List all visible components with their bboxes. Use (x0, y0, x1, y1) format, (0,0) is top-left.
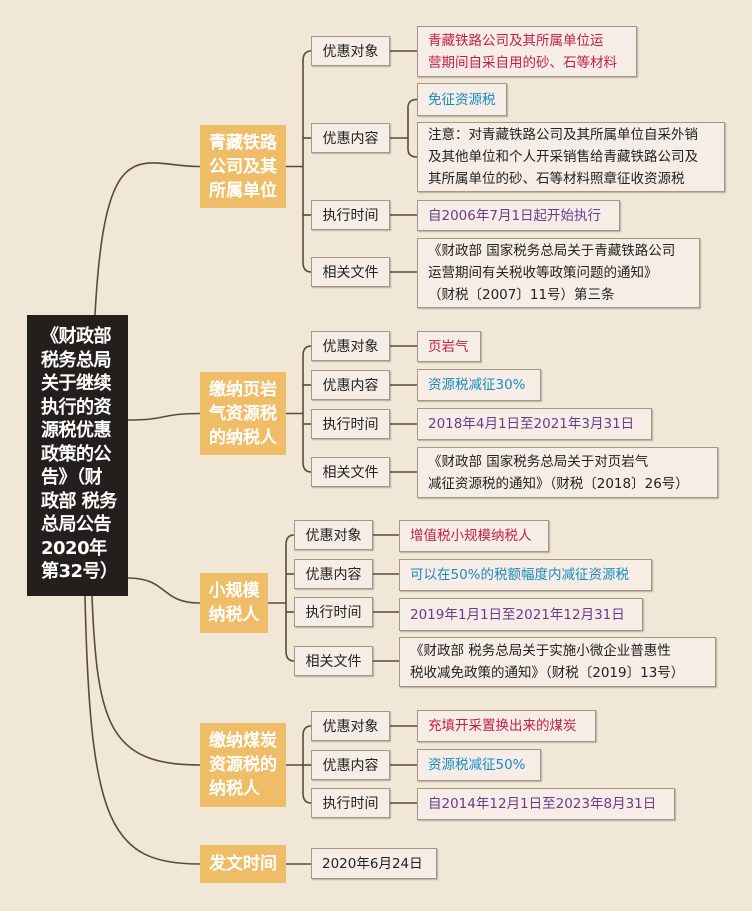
category-label: 执行时间 (311, 409, 390, 439)
value-box: 2020年6月24日 (311, 848, 437, 879)
value-box: 《财政部 国家税务总局关于青藏铁路公司 运营期间有关税收等政策问题的通知》 （财… (417, 238, 700, 308)
value-box: 2018年4月1日至2021年3月31日 (417, 408, 652, 440)
value-box: 自2006年7月1日起开始执行 (417, 200, 620, 231)
value-box: 免征资源税 (417, 83, 507, 116)
category-label: 执行时间 (311, 200, 390, 230)
root-node: 《财政部 税务总局 关于继续 执行的资 源税优惠 政策的公 告》（财 政部 税务… (27, 315, 128, 596)
branch-node: 小规模 纳税人 (200, 573, 268, 633)
value-connector (407, 98, 418, 158)
branch-connector (302, 50, 312, 273)
value-box: 注意：对青藏铁路公司及其所属单位自采外销 及其他单位和个人开采销售给青藏铁路公司… (417, 122, 725, 192)
branch-connector (302, 345, 312, 473)
category-label: 相关文件 (311, 257, 390, 287)
value-box: 《财政部 国家税务总局关于对页岩气 减征资源税的通知》（财税〔2018〕26号） (417, 447, 718, 498)
branch-node: 青藏铁路 公司及其 所属单位 (200, 125, 286, 208)
root-connector (127, 412, 201, 421)
value-box: 可以在50%的税额幅度内减征资源税 (399, 559, 652, 591)
value-box: 青藏铁路公司及其所属单位运 营期间自采自用的砂、石等材料 (417, 26, 637, 77)
value-box: 资源税减征50% (417, 749, 541, 781)
root-connector (91, 595, 201, 766)
value-box: 资源税减征30% (417, 369, 541, 401)
branch-node: 发文时间 (200, 845, 286, 883)
value-box: 2019年1月1日至2021年12月31日 (399, 598, 643, 631)
root-connector (84, 595, 201, 865)
category-label: 优惠内容 (311, 123, 390, 153)
value-box: 页岩气 (417, 331, 481, 362)
category-label: 优惠对象 (311, 36, 390, 66)
value-box: 增值税小规模纳税人 (399, 520, 549, 552)
category-label: 优惠对象 (311, 711, 390, 741)
root-connector (127, 577, 201, 604)
category-label: 执行时间 (294, 597, 373, 627)
branch-connector (285, 534, 295, 662)
branch-node: 缴纳页岩 气资源税 的纳税人 (200, 372, 286, 455)
category-label: 相关文件 (311, 457, 390, 487)
category-label: 相关文件 (294, 646, 373, 676)
value-box: 《财政部 税务总局关于实施小微企业普惠性 税收减免政策的通知》（财税〔2019〕… (399, 637, 716, 687)
category-label: 优惠对象 (294, 520, 373, 550)
root-connector (94, 162, 201, 316)
branch-node: 缴纳煤炭 资源税的 纳税人 (200, 723, 286, 807)
category-label: 优惠内容 (311, 750, 390, 780)
value-box: 充填开采置换出来的煤炭 (417, 710, 596, 742)
category-label: 优惠对象 (311, 331, 390, 361)
category-label: 优惠内容 (311, 370, 390, 400)
category-label: 优惠内容 (294, 559, 373, 589)
category-label: 执行时间 (311, 788, 390, 818)
value-box: 自2014年12月1日至2023年8月31日 (417, 788, 675, 820)
